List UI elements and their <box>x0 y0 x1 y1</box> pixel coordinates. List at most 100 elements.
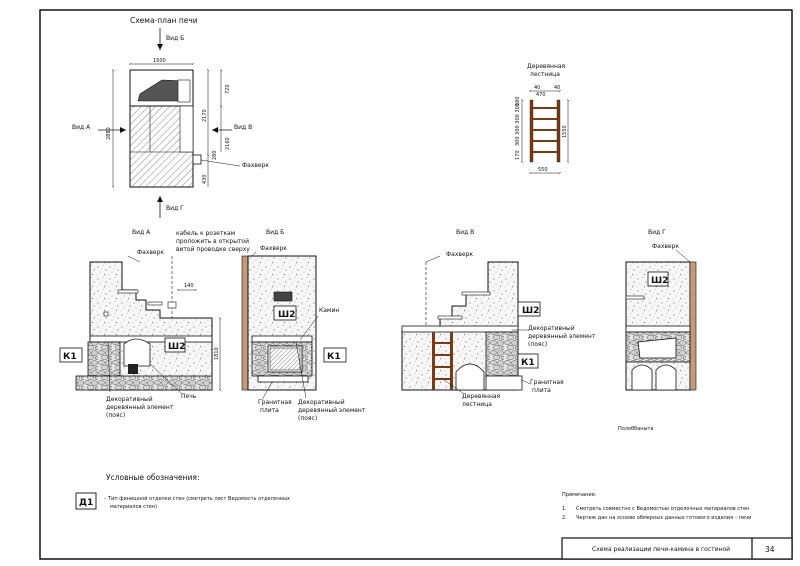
view-a-stove: Печь <box>181 393 197 400</box>
ladder-dim-550: 550 <box>538 167 548 173</box>
view-b-deco-2: деревянный элемент <box>298 407 366 414</box>
view-g: Вид Г Фахверк Ш2 Полоббаныта <box>618 229 697 432</box>
plan-title: Схема-план печи <box>130 16 198 25</box>
plan-dim-2170: 2170 <box>202 109 208 122</box>
plan-flue <box>179 105 194 153</box>
view-a-arrow <box>120 127 126 133</box>
view-b-fachwerk-beam <box>241 255 249 391</box>
view-a-fachwerk: Фахверк <box>137 249 164 256</box>
view-a-k1: К1 <box>63 352 77 362</box>
cable-note-1: кабель к розеткам <box>176 230 235 237</box>
view-b-title: Вид Б <box>266 229 284 236</box>
view-a-k1-tag <box>59 347 83 363</box>
plan-top-opening <box>177 79 191 103</box>
view-v-title: Вид В <box>456 229 474 236</box>
legend-d1-text-1: – Тип финишной отделки стен (смотреть ли… <box>104 495 290 502</box>
view-v-stone <box>485 331 519 377</box>
note-2-num: 2. <box>562 515 567 521</box>
view-v-ladder-rung <box>435 366 450 368</box>
plan-dim-720: 720 <box>225 84 231 94</box>
ladder-rung <box>533 107 557 109</box>
view-v-opening <box>455 363 485 391</box>
view-v-deco-2: деревянный элемент <box>528 333 596 340</box>
view-b-granite-2: плита <box>260 407 279 414</box>
view-b-deco-3: (пояс) <box>298 415 317 422</box>
view-v-ladder-rung <box>435 378 450 380</box>
ladder-dim-1550: 1550 <box>562 125 568 138</box>
ladder-dim-180: 180 <box>515 96 521 106</box>
title-block: Схема реализации печи-камина в гостиной … <box>561 537 793 560</box>
view-a-dim-1810: 1810 <box>214 347 220 360</box>
view-a: Вид А кабель к розеткам проложить в откр… <box>59 229 250 419</box>
view-v: Вид В Фахверк Ш2 К1 Декоративный деревян… <box>401 229 596 408</box>
view-v-arrow <box>212 127 218 133</box>
view-v-ladder-rail <box>450 332 453 390</box>
view-g-deco-belt <box>625 325 691 333</box>
view-a-deco-1: Декоративный <box>106 396 153 403</box>
ladder-dim-40b: 40 <box>554 85 560 91</box>
view-a-sh2-tag <box>164 337 186 353</box>
title-block-sheet-no: 34 <box>765 545 775 554</box>
view-b-k1-tag <box>323 347 347 363</box>
view-a-deco-3: (пояс) <box>106 412 125 419</box>
view-v-ladder-1: Деревянная <box>462 393 501 400</box>
view-g-sh2: Ш2 <box>651 276 668 286</box>
view-a-socket <box>167 301 177 309</box>
legend-d1-tag <box>75 492 97 510</box>
view-b-deco-1: Декоративный <box>298 399 345 406</box>
view-a-ledge <box>147 301 163 306</box>
view-a-deco-2: деревянный элемент <box>106 404 174 411</box>
plan-fachwerk-label: Фахверк <box>242 162 269 169</box>
ladder-detail: Деревянная лестница 40 40 470 180 300 30… <box>515 63 568 173</box>
ladder-rail-right <box>556 99 561 163</box>
view-v-deco-belt <box>401 325 519 333</box>
title-block-frame <box>561 537 793 560</box>
view-v-ladder-rung <box>435 342 450 344</box>
cable-note-2: проложить в открытой <box>176 238 249 245</box>
view-a-ledge <box>117 289 139 294</box>
title-block-title: Схема реализации печи-камина в гостиной <box>592 546 730 553</box>
plan-view-a-label: Вид А <box>72 124 91 131</box>
view-v-fachwerk: Фахверк <box>446 251 473 258</box>
view-v-k1: К1 <box>521 358 535 368</box>
note-1-num: 1. <box>562 506 567 512</box>
sheet-frame <box>39 9 793 560</box>
plan-fachwerk-post <box>192 154 202 165</box>
view-g-fachwerk: Фахверк <box>652 243 679 250</box>
view-b-granite <box>257 375 309 383</box>
view-v-ladder-rung <box>435 354 450 356</box>
view-v-sh2: Ш2 <box>522 306 539 316</box>
view-b-fireplace: Камин <box>319 307 339 314</box>
ladder-dim-170: 170 <box>515 150 521 160</box>
ladder-title-2: лестница <box>530 71 560 78</box>
plan-view: Схема-план печи Вид Б Вид Г Вид А Вид В … <box>72 16 269 218</box>
view-b-sh2: Ш2 <box>278 310 295 320</box>
ladder-rung <box>533 140 557 142</box>
view-v-k1-tag <box>517 353 539 369</box>
view-v-granite <box>485 375 523 391</box>
view-b-arrow <box>157 44 163 50</box>
plan-view-v-label: Вид В <box>234 124 252 131</box>
view-v-ladder-2: лестница <box>462 401 492 408</box>
view-a-stone <box>87 341 121 377</box>
view-b-fachwerk: Фахверк <box>260 245 287 252</box>
view-b-k1: К1 <box>327 352 341 362</box>
view-a-title: Вид А <box>132 229 151 236</box>
plan-dim-height: 2880 <box>106 127 112 140</box>
note-2: Чертеж дан на основе обмерных данных гот… <box>576 515 751 521</box>
ladder-dim-470: 470 <box>536 92 546 98</box>
ladder-dim-40a: 40 <box>534 85 540 91</box>
ladder-rung <box>533 151 557 153</box>
view-a-sh2: Ш2 <box>168 342 185 352</box>
plan-view-b-label: Вид Б <box>166 35 184 42</box>
view-g-sh2-tag <box>647 271 669 287</box>
view-b-granite-1: Гранитная <box>258 399 292 406</box>
plan-view-g-label: Вид Г <box>166 205 184 212</box>
view-a-deco-belt <box>89 335 213 343</box>
view-g-arrow <box>157 196 163 202</box>
view-b-sh2-tag <box>273 305 297 321</box>
legend-title: Условные обозначения: <box>106 473 199 482</box>
ladder-rung <box>533 129 557 131</box>
view-a-fire-opening <box>123 338 151 367</box>
